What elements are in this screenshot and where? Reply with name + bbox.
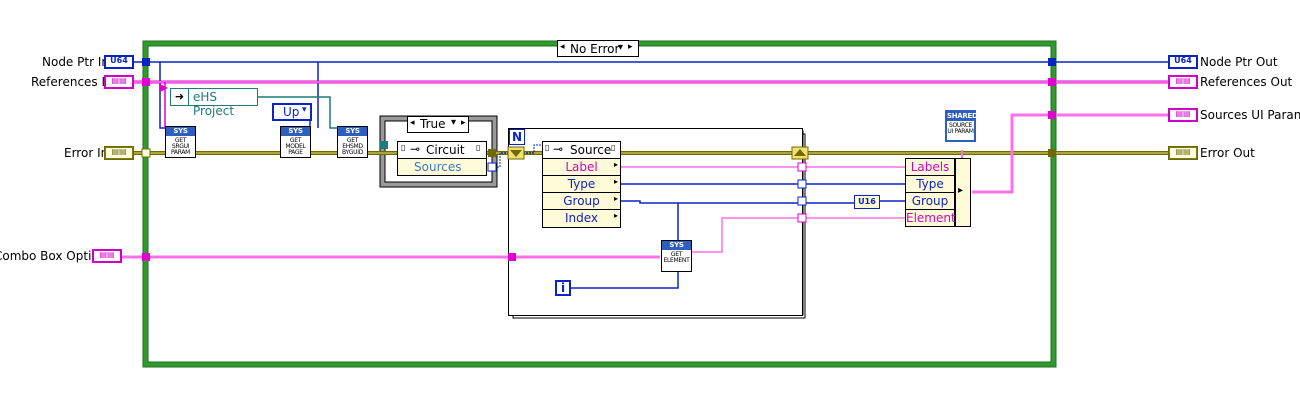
sources-ui-param-terminal[interactable]: ▤▤ [1168, 108, 1198, 122]
circuit-node-header: ▯ ⊸ Circuit ▯ [398, 142, 486, 159]
subvi-caption: GET MODEL PAGE [285, 137, 306, 156]
sys-exp-header: SYS EXP [281, 127, 310, 144]
bundle-type-field[interactable]: Type [906, 176, 954, 193]
enum-arrow-icon: ➜ [171, 89, 189, 105]
shared-header: SHARED [947, 112, 978, 121]
increment-arrow-icon[interactable]: ▸ [461, 118, 466, 128]
subvi-caption: SOURCE UI PARAM [947, 122, 974, 135]
node-ref-icon: ▯ [545, 143, 550, 152]
source-label-property[interactable]: Label ▸ [543, 160, 620, 176]
bundle-group-field[interactable]: Group [906, 193, 954, 210]
string-array-icon: ▤▤ [99, 250, 115, 259]
source-ui-param-subvi[interactable]: SHARED SOURCE UI PARAM [945, 110, 978, 142]
circuit-sources-property[interactable]: Sources [398, 160, 486, 175]
group-property-text: Group [563, 194, 600, 208]
source-property-node[interactable]: ▯ ⊸ Source ▯ Label ▸ Type ▸ Group ▸ Inde… [542, 141, 621, 228]
error-cluster-icon: ▤▤ [1175, 147, 1191, 156]
sys-exp-header: SYS EXP [662, 241, 691, 258]
inner-case-label: True [420, 117, 446, 131]
combo-box-options-terminal[interactable]: ▤▤ [92, 249, 122, 263]
references-out-terminal[interactable]: ▤▤ [1168, 75, 1198, 89]
ehs-project-text: eHS Project [193, 90, 235, 118]
combo-box-options-label: Combo Box Options [0, 249, 113, 263]
circuit-property-node[interactable]: ▯ ⊸ Circuit ▯ Sources [397, 141, 487, 176]
bundle-element-field[interactable]: Element [906, 211, 956, 225]
source-index-property[interactable]: Index ▸ [543, 211, 620, 227]
loop-iteration-terminal[interactable]: i [555, 280, 571, 296]
bundle-output-node[interactable]: ▸ [955, 158, 971, 227]
increment-arrow-icon[interactable]: ▸ [628, 42, 633, 52]
subvi-caption: GET ELEMENT [663, 251, 690, 264]
output-arrow-icon: ▸ [613, 211, 618, 220]
loop-count-terminal[interactable]: N [509, 129, 525, 145]
output-arrow-icon: ▸ [613, 194, 618, 203]
source-type-property[interactable]: Type ▸ [543, 177, 620, 193]
index-property-text: Index [564, 211, 599, 225]
error-cluster-icon: ▤▤ [111, 147, 127, 156]
error-out-label: Error Out [1200, 146, 1255, 160]
case-selector[interactable]: ◂ No Error ▾ ▸ [557, 40, 639, 57]
get-model-page-subvi[interactable]: SYS EXP GET MODEL PAGE [280, 126, 311, 158]
direction-ring-constant[interactable]: Up ▾ [272, 103, 312, 121]
get-element-subvi[interactable]: SYS EXP GET ELEMENT [661, 240, 692, 272]
error-in-terminal[interactable]: ▤▤ [104, 146, 134, 160]
output-arrow-icon: ▸ [613, 177, 618, 186]
node-ptr-in-label: Node Ptr In [42, 55, 109, 69]
node-ref-icon: ▯ [401, 143, 406, 152]
ehs-project-constant[interactable]: ➜ eHS Project [170, 88, 258, 118]
key-icon: ⊸ [410, 142, 421, 156]
ref-glyph-icon: ▤▤ [111, 76, 127, 85]
source-node-title: Source [570, 143, 612, 157]
output-arrow-icon: ▸ [613, 160, 618, 169]
node-ptr-in-terminal[interactable]: U64 [104, 55, 134, 69]
label-property-text: Label [565, 160, 598, 174]
type-property-text: Type [567, 177, 596, 191]
bundle-by-name-node[interactable]: Labels Type Group Element [905, 158, 956, 227]
decrement-arrow-icon[interactable]: ◂ [560, 42, 565, 52]
references-in-terminal[interactable]: ▤▤ [104, 75, 134, 89]
inner-case-selector[interactable]: ◂ True ▾ ▸ [407, 116, 469, 133]
error-in-label: Error In [64, 146, 109, 160]
sources-property-label: Sources [414, 160, 462, 174]
bundle-arrow-icon: ▸ [958, 185, 964, 196]
get-srgui-param-subvi[interactable]: SYS EXP GET SRGUI PARAM [165, 126, 196, 158]
dropdown-arrow-icon[interactable]: ▾ [451, 117, 457, 128]
node-ref-out-icon: ▯ [611, 143, 616, 152]
circuit-node-title: Circuit [426, 143, 465, 157]
node-ptr-out-terminal[interactable]: U64 [1168, 55, 1198, 69]
u16-conversion-node[interactable]: U16 [854, 195, 880, 209]
source-node-header: ▯ ⊸ Source ▯ [543, 142, 620, 159]
node-ptr-out-label: Node Ptr Out [1200, 55, 1278, 69]
node-ref-out-icon: ▯ [476, 143, 481, 152]
source-group-property[interactable]: Group ▸ [543, 194, 620, 210]
get-ehsmd-byguid-subvi[interactable]: SYS EXP GET EHSMD BYGUID [337, 126, 368, 158]
sys-exp-header: SYS EXP [338, 127, 367, 144]
direction-text: Up [283, 105, 300, 119]
ref-glyph-icon: ▤▤ [1175, 76, 1191, 85]
cluster-glyph-icon: ▤▤ [1175, 109, 1191, 118]
bundle-labels-field[interactable]: Labels [906, 159, 954, 176]
error-out-terminal[interactable]: ▤▤ [1168, 146, 1198, 160]
case-selector-label: No Error [570, 42, 620, 56]
ring-arrow-icon: ▾ [302, 105, 307, 115]
subvi-caption: GET SRGUI PARAM [170, 137, 191, 156]
subvi-caption: GET EHSMD BYGUID [341, 137, 364, 156]
decrement-arrow-icon[interactable]: ◂ [410, 118, 415, 128]
references-out-label: References Out [1200, 75, 1293, 89]
references-in-label: References In [31, 75, 113, 89]
sources-ui-param-label: Sources UI Paran [1200, 108, 1300, 122]
dropdown-arrow-icon[interactable]: ▾ [618, 42, 624, 53]
sys-exp-header: SYS EXP [166, 127, 195, 144]
key-icon: ⊸ [553, 142, 564, 156]
